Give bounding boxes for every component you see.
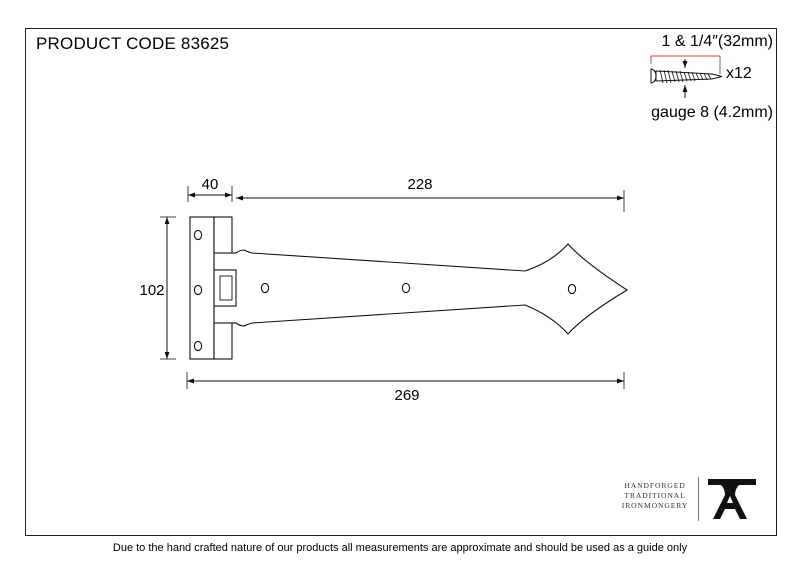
product-code-label: PRODUCT CODE 83625 [36,34,230,53]
screw-length-label: 1 & 1/4″(32mm) [661,33,773,50]
hinge-plate [189,216,215,360]
screw-hole [260,282,270,294]
screw-hole [193,229,203,241]
tee-hinge [189,216,629,360]
brand-line: TRADITIONAL [624,491,686,500]
dimension-plate-width: 40 [202,176,219,193]
screw-gauge-label: gauge 8 (4.2mm) [651,104,773,121]
anvil-a-icon [708,479,756,519]
screw-quantity-label: x12 [726,65,752,82]
screw-hole [567,283,577,295]
footer-disclaimer: Due to the hand crafted nature of our pr… [112,542,688,554]
screw-hole [193,284,203,296]
drawing-frame [25,28,777,536]
brand-line: IRONMONGERY [621,501,689,510]
brand-divider [698,477,699,521]
brand-logo-block: HANDFORGED TRADITIONAL IRONMONGERY [616,475,766,525]
dimension-strap-length: 228 [407,176,432,193]
dimension-overall-length: 269 [394,387,419,404]
brand-tagline: HANDFORGED TRADITIONAL IRONMONGERY [616,481,694,511]
brand-line: HANDFORGED [624,481,686,490]
hinge-plate-knuckle-top [213,216,233,254]
screw-hole [401,282,411,294]
dimension-height: 102 [139,282,164,299]
screw-icon [650,55,723,98]
screw-hole [193,340,203,352]
hinge-strap [213,243,629,335]
hinge-plate-knuckle-bottom [213,322,233,360]
hinge-knuckle [213,269,237,307]
